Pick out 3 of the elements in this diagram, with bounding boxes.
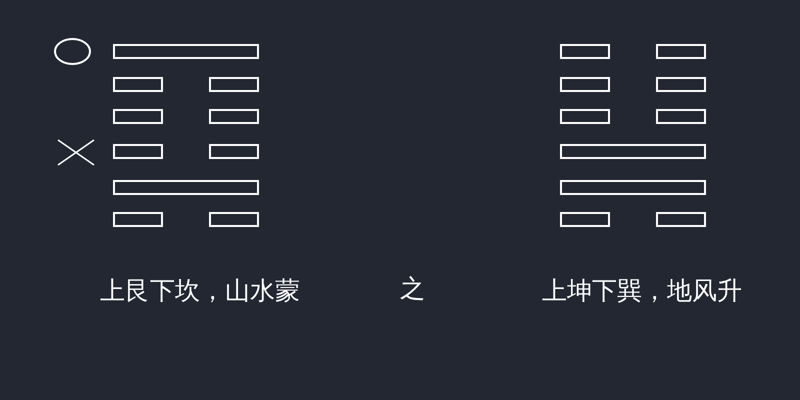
transition-word: 之 [400, 274, 425, 304]
hexagram-name: 上艮下坎，山水蒙 [100, 276, 300, 306]
hexagram-name: 上坤下巽，地风升 [542, 276, 742, 306]
